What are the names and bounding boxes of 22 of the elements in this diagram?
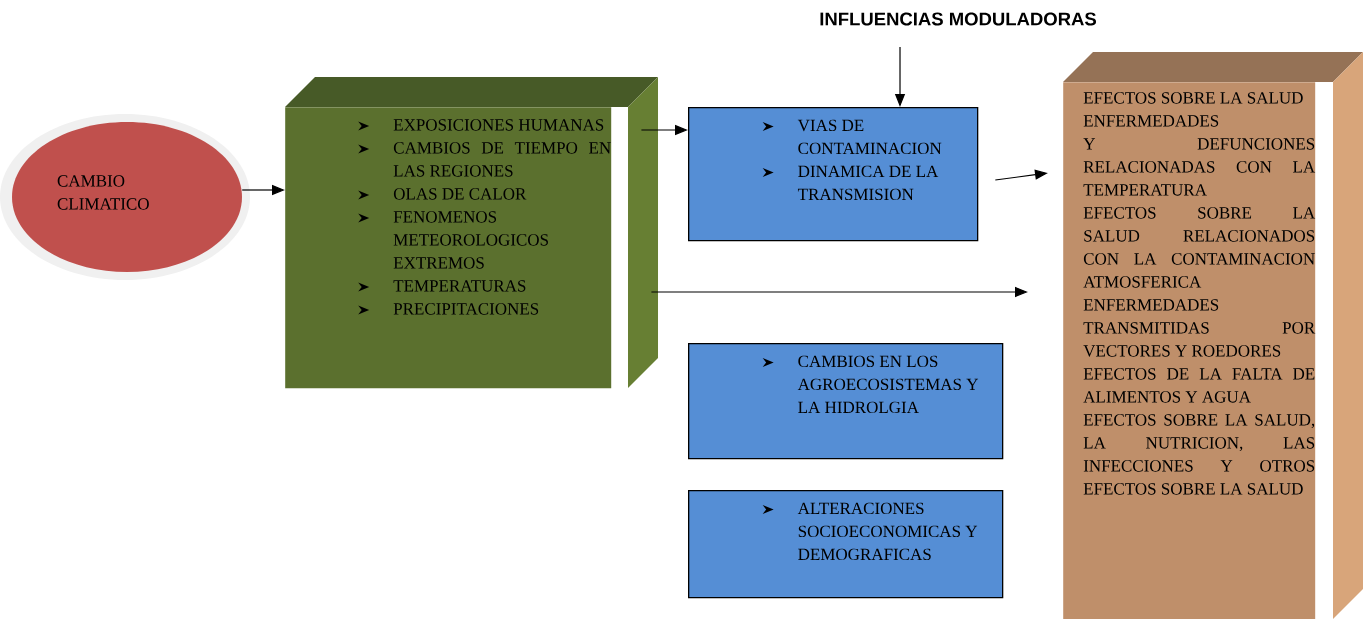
- list-item: VIAS DE CONTAMINACION: [797, 119, 942, 155]
- list-item: CAMBIOS EN LOS AGROECOSISTEMAS Y LA HIDROLGIA: [797, 355, 979, 414]
- process-box: [688, 490, 1004, 599]
- list-item: EFECTOS SOBRE LA SALUD RELACIONADOS CON LA CONTAMINACION ATMOSFERICA: [1083, 207, 1316, 288]
- process-box: [688, 107, 979, 242]
- list-item: OLAS DE CALOR: [393, 188, 527, 200]
- list-item: PRECIPITACIONES: [393, 303, 539, 315]
- title: INFLUENCIAS MODULADORAS: [820, 12, 1096, 26]
- list-item: EXPOSICIONES HUMANAS: [393, 119, 604, 131]
- list-item: FENOMENOS METEOROLOGICOS EXTREMOS: [393, 211, 548, 269]
- list-item: CAMBIOS DE TIEMPO EN LAS REGIONES: [393, 142, 611, 177]
- list-item: ENFERMEDADES TRANSMITIDAS POR VECTORES Y ROEDORES: [1083, 299, 1316, 357]
- list-item: ENFERMEDADES Y DEFUNCIONES RELACIONADAS CON LA TEMPERATURA: [1083, 115, 1316, 196]
- list-item: ALTERACIONES SOCIOECONOMICAS Y DEMOGRAFICAS: [797, 502, 978, 561]
- process-box: [688, 343, 1004, 460]
- cube-box: [1063, 52, 1363, 619]
- list-item: EFECTOS SOBRE LA SALUD, LA NUTRICION, LAS INFECCIONES Y OTROS EFECTOS SOBRE LA SALUD: [1083, 414, 1315, 495]
- list-item: DINAMICA DE LA TRANSMISION: [797, 165, 939, 201]
- list-item: EFECTOS DE LA FALTA DE ALIMENTOS Y AGUA: [1083, 368, 1315, 403]
- list-item: TEMPERATURAS: [393, 280, 526, 292]
- list-item: EFECTOS SOBRE LA SALUD: [1083, 92, 1303, 104]
- cube-box: [285, 77, 658, 389]
